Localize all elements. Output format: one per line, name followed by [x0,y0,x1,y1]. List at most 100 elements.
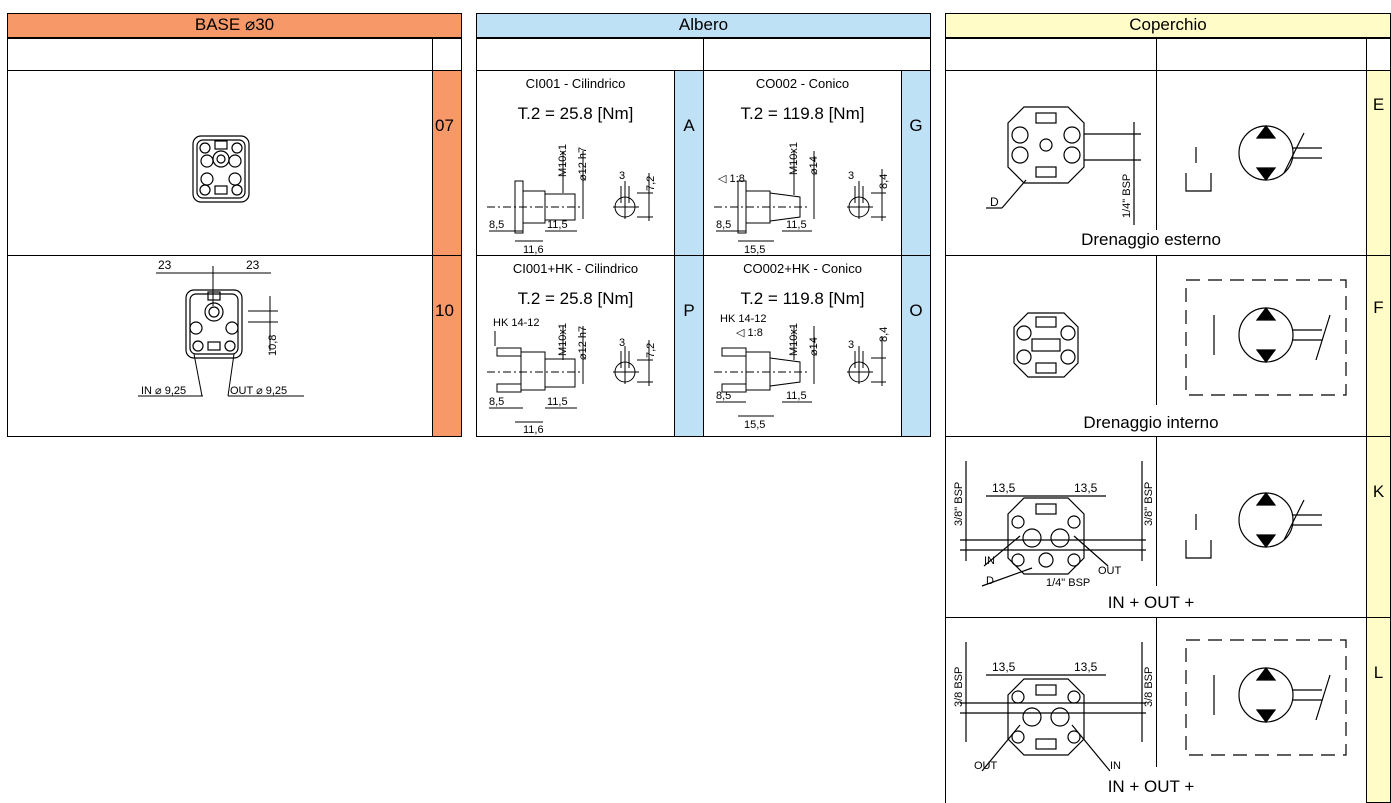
base-row-07-image [7,70,433,256]
cover-f-drawing [1013,279,1347,396]
shaft-o-d3: 15,5 [744,419,765,431]
shaft-p-d2: 11,5 [547,396,568,408]
shaft-g-d1: 8,5 [716,219,731,231]
shaft-g-d3: 15,5 [744,244,765,256]
base10-dim-right: 23 [246,258,260,272]
albero-title: Albero [678,15,729,34]
cover-k-drawing: 3/8" BSP 3/8" BSP 13,5 13,5 IN OUT D 1/4… [953,461,1322,589]
shaft-o-keyh: 8,4 [878,327,890,342]
albero-a-torque: T.2 = 25.8 [Nm] [517,104,634,123]
cover-k-dl: 13,5 [992,481,1016,495]
base10-out-label: OUT ⌀ 9,25 [230,385,287,397]
shaft-a-thread: M10x1 [557,144,569,177]
shaft-a-d2: 11,5 [547,219,568,231]
coperchio-header: Coperchio [945,13,1391,38]
coperchio-row-k: 3/8" BSP 3/8" BSP 13,5 13,5 IN OUT D 1/4… [945,436,1367,618]
cover-e-caption: Drenaggio esterno [1081,230,1221,249]
shaft-a-drawing: M10x1 ⌀12 h7 3 7,2 8,5 11,5 11,6 [487,144,657,256]
shaft-a-keyh: 7,2 [645,176,657,191]
cover-l-drawing: 3/8 BSP 3/8 BSP 13,5 13,5 OUT IN [953,639,1347,772]
coperchio-subheader-code [1366,38,1391,71]
shaft-g-d2: 11,5 [786,219,807,231]
cover-l-bsp-l: 3/8 BSP [953,667,965,707]
shaft-p-drawing: HK 14-12 M10x1 ⌀12 h7 3 7,2 8,5 11,5 11,… [487,317,657,436]
shaft-p-key: 3 [619,337,625,349]
cover-l-out: OUT [974,760,998,772]
shaft-g-keyh: 8,4 [878,174,890,189]
albero-cell-o: CO002+HK - Conico T.2 = 119.8 [Nm] HK 14… [703,255,902,437]
coperchio-code-k: K [1366,436,1391,618]
base-row-10-image: 23 23 10,8 IN ⌀ 9,25 OUT ⌀ 9,25 [7,255,433,437]
albero-cell-g: CO002 - Conico T.2 = 119.8 [Nm] ◁ 1:8 M1… [703,70,902,256]
albero-cell-a: CI001 - Cilindrico T.2 = 25.8 [Nm] M10x1… [476,70,675,256]
cover-f-caption: Drenaggio interno [1083,413,1219,432]
cover-k-bsp-r: 3/8" BSP [1143,482,1155,526]
albero-cell-p: CI001+HK - Cilindrico T.2 = 25.8 [Nm] HK… [476,255,675,437]
shaft-p-dia: ⌀12 h7 [577,326,589,360]
cover-l-bsp-r: 3/8 BSP [1143,667,1155,707]
albero-o-name: CO002+HK - Conico [743,261,862,276]
albero-code-p-label: P [683,301,695,320]
cover-l-dr: 13,5 [1074,660,1098,674]
base-code-10-label: 10 [435,301,454,320]
coperchio-row-e: D 1/4" BSP Drenaggio esterno [945,70,1367,256]
cover-k-in: IN [984,555,995,567]
coperchio-code-l-label: L [1373,663,1384,682]
cover-k-caption: IN + OUT + [1107,593,1195,612]
shaft-a-d1: 8,5 [489,219,504,231]
shaft-a-key: 3 [619,170,625,182]
shaft-a-d3: 11,6 [523,244,544,256]
albero-g-name: CO002 - Conico [755,76,850,91]
coperchio-code-f-label: F [1373,298,1384,317]
albero-p-name: CI001+HK - Cilindrico [512,261,639,276]
shaft-o-dia: ⌀14 [808,337,820,356]
coperchio-code-e-label: E [1372,95,1385,114]
albero-g-torque: T.2 = 119.8 [Nm] [740,104,865,123]
shaft-g-drawing: ◁ 1:8 M10x1 ⌀14 3 8,4 8,5 11,5 15,5 [714,142,890,256]
albero-code-o: O [901,255,931,437]
albero-a-name: CI001 - Cilindrico [525,76,626,91]
pump-base-07-drawing [192,135,250,203]
albero-o-torque: T.2 = 119.8 [Nm] [740,289,865,308]
cover-k-d: D [986,575,994,587]
shaft-g-key: 3 [848,170,854,182]
shaft-o-taper: ◁ 1:8 [736,327,763,339]
base10-in-label: IN ⌀ 9,25 [141,385,186,397]
coperchio-code-k-label: K [1372,482,1385,501]
shaft-p-keyh: 7,2 [645,343,657,358]
shaft-o-key: 3 [848,339,854,351]
albero-subheader-right [703,38,931,71]
shaft-g-dia: ⌀14 [808,156,820,175]
pump-base-10-drawing: 23 23 10,8 IN ⌀ 9,25 OUT ⌀ 9,25 [138,258,304,397]
shaft-g-taper: ◁ 1:8 [718,173,745,185]
shaft-o-drawing: HK 14-12 ◁ 1:8 M10x1 ⌀14 3 8,4 8,5 11,5 … [714,313,890,431]
coperchio-code-l: L [1366,617,1391,803]
albero-code-g: G [901,70,931,256]
shaft-a-dia: ⌀12 h7 [577,147,589,181]
cover-e-bsp: 1/4" BSP [1121,174,1133,218]
albero-p-torque: T.2 = 25.8 [Nm] [517,289,634,308]
cover-e-d: D [990,195,999,209]
coperchio-row-l: 3/8 BSP 3/8 BSP 13,5 13,5 OUT IN IN + OU… [945,617,1367,803]
albero-code-a: A [674,70,704,256]
shaft-o-hk: HK 14-12 [720,313,766,325]
base-header: BASE ⌀30 [7,13,462,38]
cover-k-bsp-b: 1/4" BSP [1046,577,1090,589]
cover-l-caption: IN + OUT + [1107,777,1195,796]
albero-code-p: P [674,255,704,437]
cover-k-dr: 13,5 [1074,481,1098,495]
cover-k-bsp-l: 3/8" BSP [953,482,965,526]
base-title: BASE ⌀30 [194,15,275,34]
albero-code-g-label: G [909,116,923,135]
albero-code-a-label: A [683,116,695,135]
cover-l-in: IN [1110,760,1121,772]
albero-header: Albero [476,13,931,38]
base10-dim-height: 10,8 [267,335,279,356]
base10-dim-left: 23 [158,258,172,272]
coperchio-code-f: F [1366,255,1391,437]
shaft-o-thread: M10x1 [788,323,800,356]
coperchio-subheader-mid [1156,38,1367,71]
base-subheader [7,38,433,71]
coperchio-title: Coperchio [1129,15,1207,34]
shaft-o-d2: 11,5 [786,390,807,402]
